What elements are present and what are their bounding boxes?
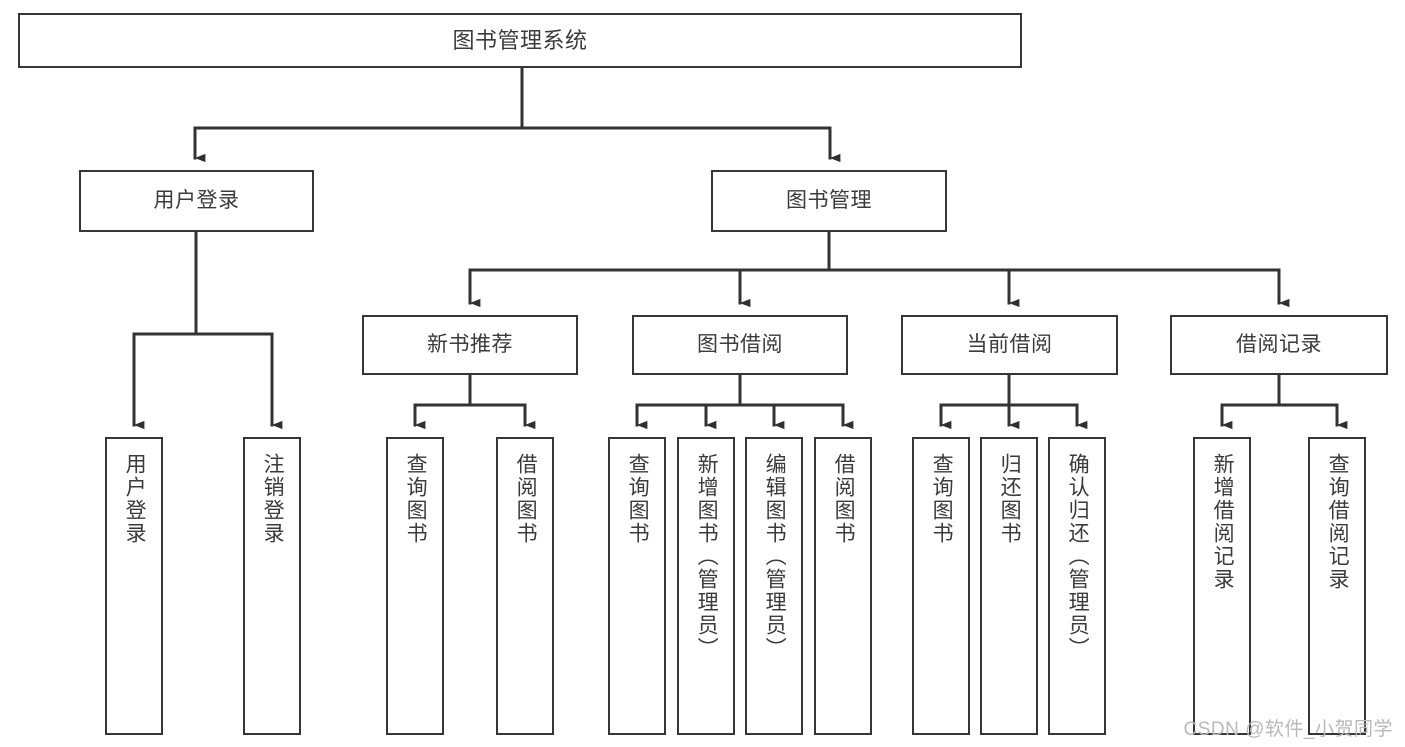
- leaf-query-book-1[interactable]: 查询图书: [386, 437, 444, 735]
- node-book-borrow[interactable]: 图书借阅: [632, 315, 848, 375]
- node-label: 确认归还（管理员）: [1066, 453, 1090, 660]
- node-label: 借阅图书: [832, 453, 856, 545]
- node-root-system[interactable]: 图书管理系统: [18, 13, 1022, 68]
- node-label: 图书管理: [786, 188, 872, 212]
- leaf-query-book-2[interactable]: 查询图书: [608, 437, 666, 735]
- leaf-logout-login[interactable]: 注销登录: [243, 437, 301, 735]
- node-label: 编辑图书（管理员）: [763, 453, 787, 660]
- node-label: 查询借阅记录: [1326, 453, 1350, 591]
- leaf-query-book-3[interactable]: 查询图书: [912, 437, 970, 735]
- node-label: 图书管理系统: [452, 27, 588, 53]
- leaf-query-record[interactable]: 查询借阅记录: [1308, 437, 1366, 735]
- node-label: 归还图书: [998, 453, 1022, 545]
- leaf-borrow-book-2[interactable]: 借阅图书: [814, 437, 872, 735]
- node-user-login[interactable]: 用户登录: [79, 170, 314, 232]
- leaf-borrow-book-1[interactable]: 借阅图书: [496, 437, 554, 735]
- node-label: 注销登录: [261, 453, 285, 545]
- leaf-user-login[interactable]: 用户登录: [105, 437, 163, 735]
- leaf-confirm-return[interactable]: 确认归还（管理员）: [1048, 437, 1106, 735]
- node-label: 查询图书: [404, 453, 428, 545]
- csdn-watermark: CSDN @软件_小贺同学: [1183, 719, 1393, 740]
- leaf-add-record[interactable]: 新增借阅记录: [1193, 437, 1251, 735]
- node-label: 图书借阅: [697, 332, 783, 356]
- leaf-return-book[interactable]: 归还图书: [980, 437, 1038, 735]
- node-label: 当前借阅: [966, 332, 1053, 356]
- node-label: 新书推荐: [427, 332, 513, 356]
- node-book-manage[interactable]: 图书管理: [711, 170, 947, 232]
- node-label: 借阅图书: [514, 453, 538, 545]
- node-label: 查询图书: [930, 453, 954, 545]
- node-label: 用户登录: [123, 453, 147, 545]
- leaf-add-book[interactable]: 新增图书（管理员）: [677, 437, 735, 735]
- node-label: 查询图书: [626, 453, 650, 545]
- node-borrow-record[interactable]: 借阅记录: [1170, 315, 1388, 375]
- node-label: 借阅记录: [1236, 332, 1322, 356]
- leaf-edit-book[interactable]: 编辑图书（管理员）: [745, 437, 803, 735]
- node-current-borrow[interactable]: 当前借阅: [901, 315, 1118, 375]
- node-label: 新增借阅记录: [1211, 453, 1235, 591]
- node-label: 新增图书（管理员）: [695, 453, 719, 660]
- node-label: 用户登录: [153, 188, 240, 212]
- node-new-book-recommend[interactable]: 新书推荐: [362, 315, 578, 375]
